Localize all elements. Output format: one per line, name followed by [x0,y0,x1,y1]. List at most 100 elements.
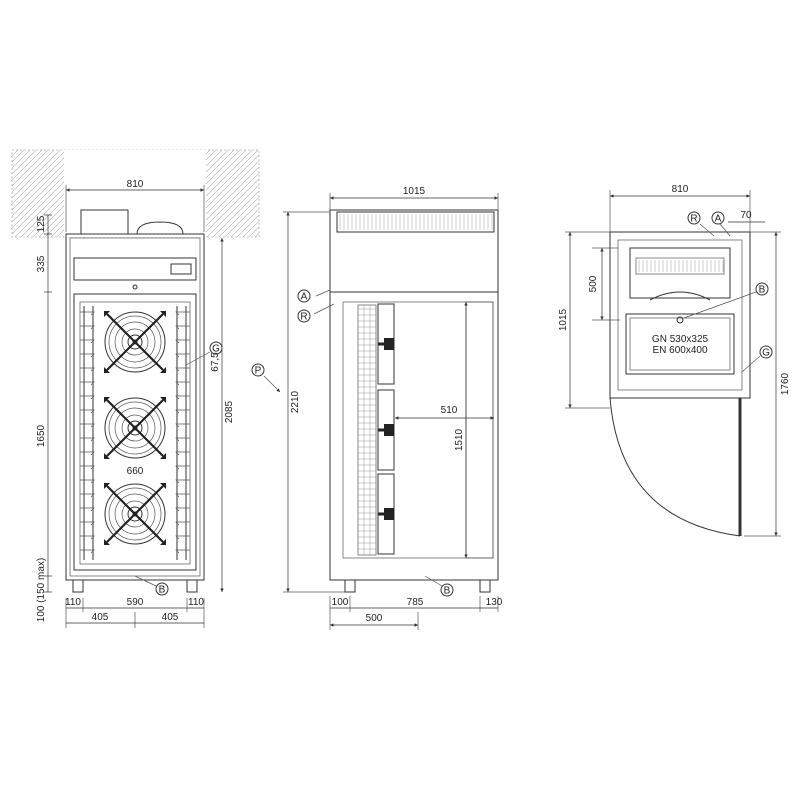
rack-rung [80,381,95,386]
probe-point [676,316,684,324]
side-callout-a: A [301,292,308,303]
front-cabinet [65,233,205,581]
rack-rung [175,395,190,400]
rack-rung [175,479,190,484]
top-fan [649,291,711,301]
rack-rung [175,465,190,470]
rack-rung [175,423,190,428]
rack-rung [80,353,95,358]
rack-rung [175,507,190,512]
rack-rung [80,325,95,330]
top-grille-slats [638,260,724,272]
dim-b405-left: 405 [92,612,109,623]
door-swing-arc [609,397,741,537]
rack-rung [175,367,190,372]
tray [625,313,735,375]
top-view: GN 530x325 EN 600x400 810 70 500 1015 17… [558,184,791,537]
rack-rung [175,451,190,456]
side-view: 1015 2210 510 1510 A R P B 100 785 130 5… [251,186,503,630]
dim-b590: 590 [127,597,144,608]
condensing-fan-cover [136,221,184,235]
dim-1510: 1510 [454,428,465,451]
dim-b130: 130 [486,597,503,608]
top-callout-a: A [715,214,722,225]
dim-125: 125 [36,215,47,232]
dim-500: 500 [588,275,599,292]
rack-rung [80,549,95,554]
rack-rung [175,353,190,358]
tray-inner [629,317,731,371]
evaporator-grid [357,304,377,556]
dim-335: 335 [36,255,47,272]
front-fans [102,309,168,547]
top-grille [635,257,725,275]
rack-rung [80,311,95,316]
control-display [170,263,192,275]
side-top-unit [329,209,499,293]
rack-rung [80,339,95,344]
side-door-shell [465,301,494,559]
rack-rung [175,549,190,554]
side-callout-p: P [255,366,262,377]
dim-1650: 1650 [36,424,47,447]
dim-b110-left: 110 [65,597,81,608]
dim-b785: 785 [407,597,424,608]
rack-rung [175,521,190,526]
top-callout-r: R [690,214,697,225]
dim-660: 660 [127,466,144,477]
door-frame [73,293,197,571]
front-width-label: 810 [127,179,144,190]
dim-b500: 500 [366,613,383,624]
rack-rung [80,423,95,428]
side-cabinet [329,291,499,581]
top-callout-g: G [762,348,770,359]
side-callout-r: R [300,312,307,323]
rack-rung [80,451,95,456]
rack-rung [175,493,190,498]
front-foot-left [72,579,84,593]
rack-rung [80,395,95,400]
rack-rung [175,325,190,330]
side-grille [336,211,495,233]
front-foot-right [186,579,198,593]
top-callout-b: B [759,285,766,296]
rack-rung [175,535,190,540]
dim-b100: 100 [332,597,349,608]
control-panel [73,257,197,281]
dim-2210: 2210 [290,390,301,413]
dim-1015: 1015 [558,308,569,331]
front-view: 810 125 335 1650 100 (150 max) 2085 67,5… [11,149,260,628]
front-ceiling-gap [64,150,206,237]
rack-rung [175,409,190,414]
tray-label-en: EN 600x400 [652,345,707,356]
rack-rung [80,521,95,526]
dim-67: 67,5 [210,352,221,372]
rack-rung [175,311,190,316]
rack-rung [175,339,190,344]
rack-rung [80,465,95,470]
rack-right [176,306,187,560]
tray-label-gn: GN 530x325 [652,334,709,345]
side-width-label: 1015 [403,186,426,197]
side-fans [377,303,395,555]
top-cabinet [609,231,751,399]
grille-slats [339,214,493,230]
front-callout-b: B [159,585,166,596]
door-lock [132,284,138,290]
top-inner [617,239,743,391]
dim-100: 100 (150 max) [36,558,47,622]
top-unit [629,247,731,299]
dim-70: 70 [740,210,752,221]
evaporator-cells [358,305,376,555]
rack-rung [80,409,95,414]
dim-b110-right: 110 [188,597,204,608]
dim-2085: 2085 [224,400,235,423]
side-inner [342,301,494,559]
rack-rung [175,381,190,386]
dim-510: 510 [441,405,458,416]
rack-rungs [80,311,190,554]
side-foot-right [479,579,491,593]
front-callout-g: G [212,344,220,355]
rack-rung [80,437,95,442]
top-width-label: 810 [672,184,689,195]
